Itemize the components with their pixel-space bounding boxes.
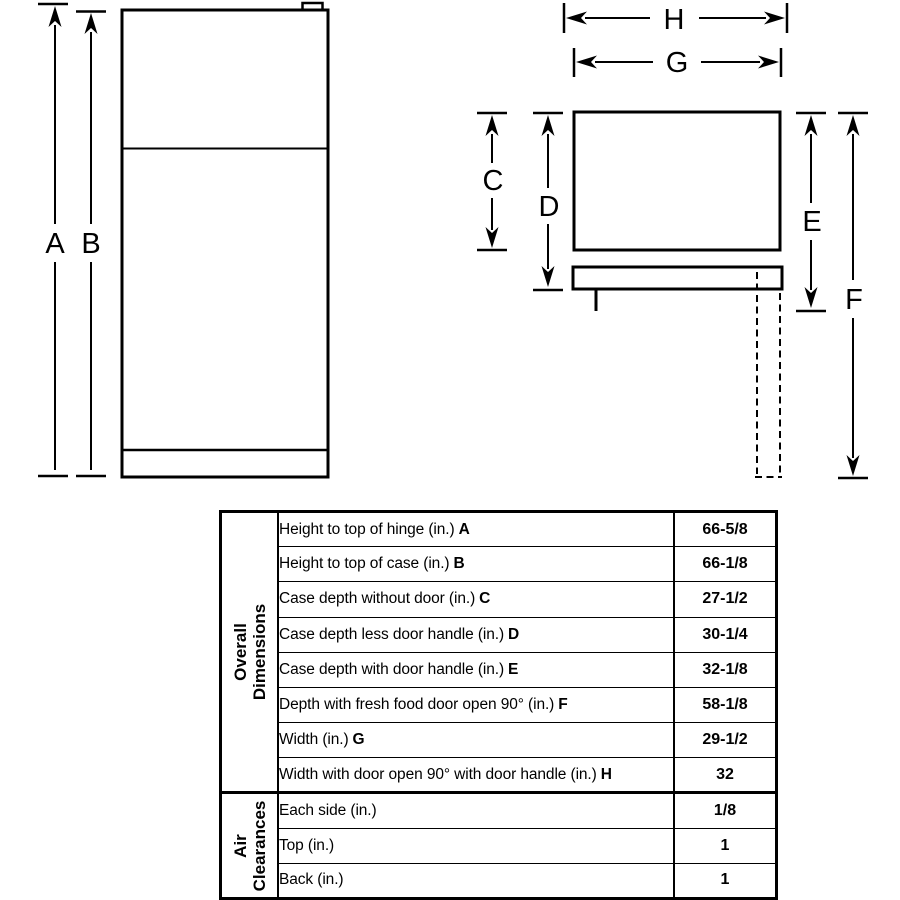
door-open-dashed-outline: [755, 272, 782, 478]
spec-value-cell: 1/8: [673, 791, 777, 829]
table-row: Width (in.)G 29-1/2: [221, 722, 777, 758]
dimensions-table: Overall Dimensions Height to top of hing…: [219, 510, 778, 900]
spec-value: 66-5/8: [702, 520, 748, 538]
spec-value: 66-1/8: [702, 555, 748, 573]
front-view-diagram: A B: [38, 1, 330, 479]
spec-label-cell: Top (in.): [278, 827, 674, 864]
spec-key: C: [479, 590, 491, 608]
table-row: Top (in.) 1: [221, 827, 777, 864]
spec-label-cell: Case depth less door handle (in.)D: [278, 616, 674, 653]
fridge-case-outline: [120, 8, 330, 479]
group-header-air-clearances: Air Clearances: [220, 791, 279, 899]
spec-label-cell: Height to top of case (in.)B: [278, 546, 674, 582]
spec-value-cell: 32: [673, 757, 777, 793]
dim-label-b: B: [81, 228, 100, 260]
top-view-door: [571, 265, 784, 291]
group-title-line: Dimensions: [249, 604, 269, 701]
group-title-line: Overall: [230, 623, 250, 682]
dim-label-a: A: [45, 228, 65, 260]
table-row: Height to top of case (in.)B 66-1/8: [221, 546, 777, 582]
spec-value: 30-1/4: [702, 625, 748, 643]
spec-value: 29-1/2: [702, 731, 748, 749]
spec-value-cell: 66-5/8: [673, 511, 777, 547]
top-view-case-outline: [572, 110, 782, 252]
table-row: Width with door open 90° with door handl…: [221, 757, 777, 793]
spec-label: Case depth without door (in.): [279, 590, 476, 608]
top-view-diagram: H G: [477, 3, 868, 480]
table-row: Case depth without door (in.)C 27-1/2: [221, 581, 777, 618]
dim-arrow-h: [562, 3, 789, 33]
spec-label-cell: Case depth with door handle (in.)E: [278, 651, 674, 688]
table-row: Depth with fresh food door open 90° (in.…: [221, 686, 777, 723]
spec-value: 1: [720, 836, 730, 854]
spec-label: Case depth with door handle (in.): [279, 660, 505, 678]
dim-label-d: D: [539, 191, 560, 223]
dim-label-h: H: [664, 4, 685, 36]
spec-value-cell: 58-1/8: [673, 686, 777, 723]
dim-label-c: C: [483, 165, 504, 197]
dim-arrow-a: [38, 2, 68, 478]
spec-label-cell: Width with door open 90° with door handl…: [278, 757, 674, 793]
spec-label-cell: Each side (in.): [278, 791, 674, 829]
spec-key: B: [453, 555, 465, 573]
dim-arrow-f: [838, 111, 868, 480]
spec-key: G: [352, 731, 365, 749]
spec-key: H: [600, 765, 612, 783]
table-row: Case depth less door handle (in.)D 30-1/…: [221, 616, 777, 653]
spec-label: Width with door open 90° with door handl…: [279, 765, 597, 783]
spec-label: Height to top of hinge (in.): [279, 520, 455, 538]
dim-label-g: G: [666, 47, 689, 79]
spec-label: Height to top of case (in.): [279, 555, 450, 573]
spec-label: Case depth less door handle (in.): [279, 625, 505, 643]
table-row: Back (in.) 1: [221, 862, 777, 899]
dim-arrow-e: [796, 111, 826, 313]
spec-key: D: [508, 625, 520, 643]
spec-value: 1: [720, 871, 730, 889]
spec-value-cell: 66-1/8: [673, 546, 777, 582]
spec-label-cell: Width (in.)G: [278, 722, 674, 758]
spec-label: Top (in.): [279, 836, 335, 854]
spec-value: 1/8: [713, 801, 737, 819]
spec-key: F: [558, 695, 568, 713]
spec-key: E: [508, 660, 519, 678]
dim-arrow-c: [477, 111, 507, 252]
dim-label-e: E: [802, 206, 821, 238]
dim-arrow-b: [76, 10, 106, 478]
spec-value-cell: 1: [673, 827, 777, 864]
spec-label: Each side (in.): [279, 801, 377, 819]
spec-label-cell: Depth with fresh food door open 90° (in.…: [278, 686, 674, 723]
group-title-line: Clearances: [249, 800, 269, 891]
spec-value-cell: 27-1/2: [673, 581, 777, 618]
table-row: Overall Dimensions Height to top of hing…: [220, 511, 777, 793]
group-header-overall-dimensions: Overall Dimensions: [220, 511, 279, 793]
spec-label: Width (in.): [279, 731, 349, 749]
spec-label-cell: Height to top of hinge (in.)A: [278, 512, 674, 547]
dim-arrow-g: [572, 48, 783, 77]
table-row: Case depth with door handle (in.)E 32-1/…: [221, 651, 777, 688]
spec-key: A: [458, 520, 470, 538]
spec-value: 32-1/8: [702, 660, 748, 678]
table-row: Air Clearances Each side (in.) 1/8: [220, 791, 777, 899]
dimension-diagrams: A B H G: [38, 1, 868, 480]
spec-value: 32: [716, 765, 734, 783]
spec-value: 27-1/2: [702, 590, 748, 608]
spec-label-cell: Back (in.): [278, 862, 674, 899]
dim-label-f: F: [845, 284, 863, 316]
spec-value-cell: 1: [673, 862, 777, 899]
spec-value-cell: 30-1/4: [673, 616, 777, 653]
spec-value-cell: 29-1/2: [673, 722, 777, 758]
spec-value: 58-1/8: [702, 695, 748, 713]
spec-label: Back (in.): [279, 871, 344, 889]
group-title-line: Air: [230, 833, 250, 858]
spec-label-cell: Case depth without door (in.)C: [278, 581, 674, 618]
spec-value-cell: 32-1/8: [673, 651, 777, 688]
dim-arrow-d: [533, 111, 563, 292]
spec-label: Depth with fresh food door open 90° (in.…: [279, 695, 555, 713]
